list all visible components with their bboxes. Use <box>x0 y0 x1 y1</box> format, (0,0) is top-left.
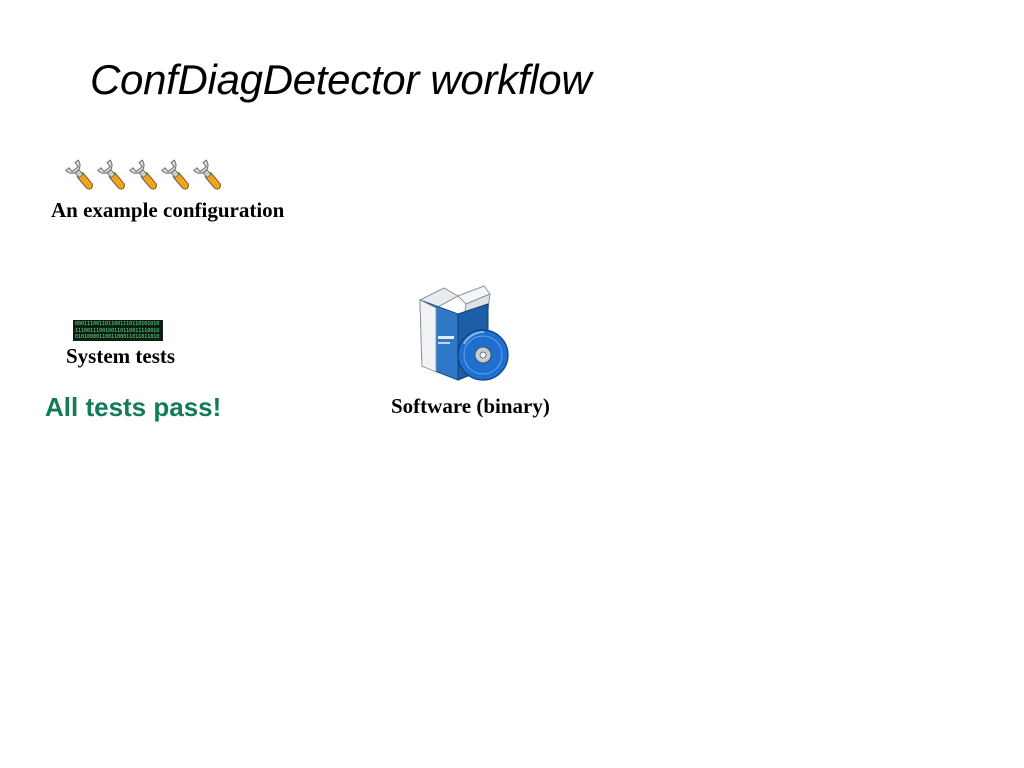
wrench-icon <box>65 159 94 190</box>
wrench-icon <box>161 159 190 190</box>
software-label: Software (binary) <box>391 394 550 418</box>
code-line: 0001110011011001110110101010 <box>75 321 160 327</box>
configuration-label: An example configuration <box>51 198 285 222</box>
wrench-icon <box>193 159 222 190</box>
slide-title: ConfDiagDetector workflow <box>90 56 592 103</box>
system-tests-label: System tests <box>66 344 176 368</box>
wrench-icon <box>129 159 158 190</box>
wrench-icon <box>97 159 126 190</box>
binary-code-icon: 0001110011011001110110101010 11100111001… <box>73 320 163 341</box>
code-line: 1110011100100110110011110010 <box>75 327 160 334</box>
result-label: All tests pass! <box>45 392 222 422</box>
software-box-icon <box>418 285 509 381</box>
configuration-icons <box>64 158 230 194</box>
code-line: 0101000011001100011011011010 <box>75 334 160 340</box>
